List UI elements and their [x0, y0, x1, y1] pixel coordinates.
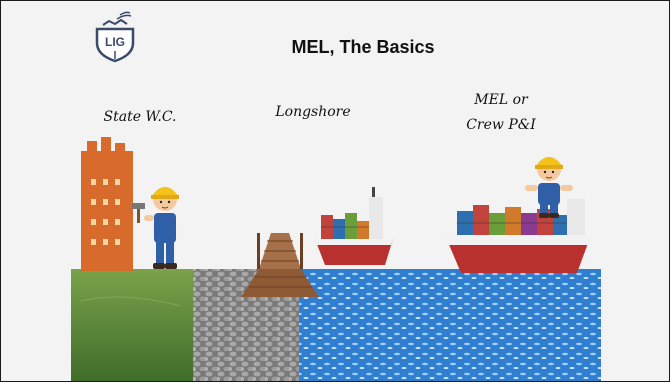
label-longshore: Longshore — [275, 104, 351, 120]
lig-logo: LIG — [87, 9, 143, 63]
label-mel-line2: Crew P&I — [466, 117, 536, 133]
label-mel-crew: MEL or Crew P&I — [463, 88, 539, 138]
building-icon — [81, 137, 133, 271]
worker-icon-arms-out — [525, 157, 573, 218]
worker-icon-hammer — [132, 187, 179, 269]
label-mel-line1: MEL or — [474, 92, 528, 108]
cargo-ship-icon-right — [445, 199, 591, 273]
dock-icon — [241, 233, 319, 297]
cargo-ship-icon-left — [315, 187, 393, 265]
grass-area — [71, 269, 193, 381]
label-state-wc: State W.C. — [103, 109, 177, 125]
logo-text: LIG — [105, 35, 125, 49]
slide-title: MEL, The Basics — [291, 37, 435, 57]
water-area — [299, 269, 601, 381]
